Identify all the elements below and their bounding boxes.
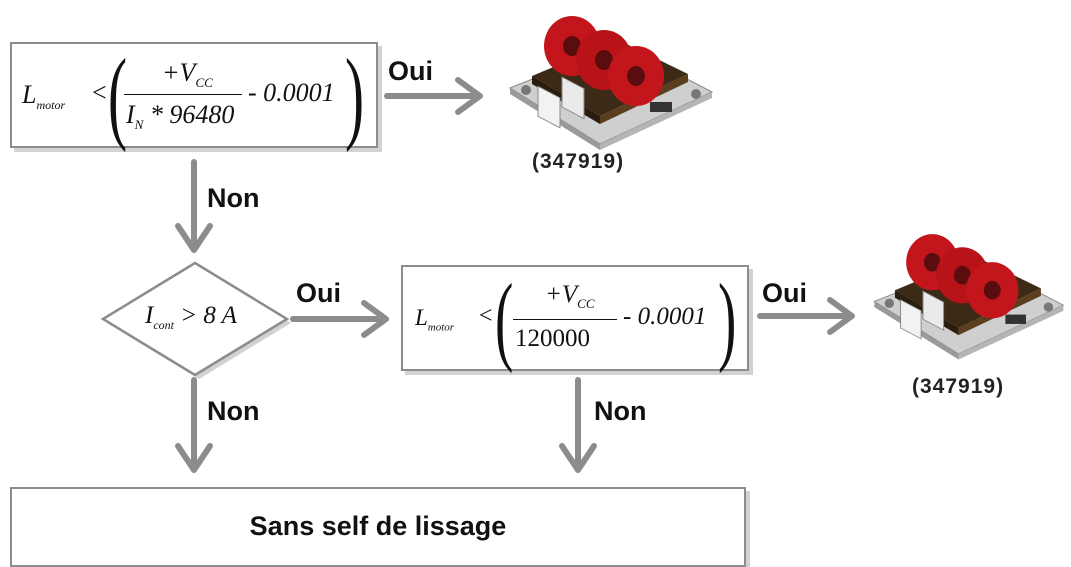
denominator-subscript: N: [134, 117, 144, 133]
lhs-subscript: motor: [427, 321, 455, 334]
toroid-coil-icon: [544, 16, 664, 106]
arrow-oui-2: [290, 300, 389, 338]
left-paren: (: [495, 263, 514, 374]
denominator-var: I: [126, 100, 135, 129]
flow-connectors: [100, 77, 855, 473]
decision-diamond: [100, 261, 291, 379]
label-oui-1: Oui: [388, 56, 433, 86]
decision-box-2: Lmotor < ( +VCC 120000 - 0.0001 ): [401, 263, 749, 374]
diamond-condition: Icont > 8 A: [145, 302, 237, 333]
choke-filter-image-2: [873, 234, 1065, 360]
result-box: Sans self de lissage: [10, 487, 746, 567]
lhs-var: L: [415, 305, 428, 330]
condition-rest: > 8 A: [180, 302, 237, 329]
numerator-subscript: CC: [577, 296, 595, 311]
arrow-non-3: [559, 377, 597, 473]
label-non-2: Non: [207, 396, 260, 426]
condition-var: I: [145, 302, 154, 329]
less-than-operator: <: [92, 78, 107, 107]
arrow-non-2: [175, 377, 213, 473]
minus-term: - 0.0001: [623, 303, 707, 330]
label-non-1: Non: [207, 183, 260, 213]
minus-term: - 0.0001: [248, 78, 335, 107]
label-oui-3: Oui: [762, 278, 807, 308]
decision-box-1: Lmotor < ( +VCC IN * 96480 - 0.0001 ): [10, 38, 378, 153]
right-paren: ): [718, 263, 737, 374]
arrow-non-1: [175, 159, 213, 253]
lhs-subscript: motor: [36, 98, 66, 113]
left-paren: (: [108, 38, 128, 153]
arrow-oui-1: [384, 77, 483, 115]
result-text: Sans self de lissage: [249, 511, 507, 541]
numerator-var: +V: [162, 58, 196, 87]
fraction-bar: [124, 94, 242, 95]
product-ref-2: (347919): [912, 375, 1005, 398]
label-oui-2: Oui: [296, 278, 341, 308]
denominator-rest: * 96480: [149, 100, 235, 129]
toroid-coil-icon: [906, 234, 1019, 319]
label-non-3: Non: [594, 396, 647, 426]
choke-filter-image-1: [508, 16, 714, 150]
numerator-var: +V: [545, 281, 578, 308]
denominator: 120000: [515, 325, 590, 352]
numerator-subscript: CC: [195, 75, 213, 91]
right-paren: ): [345, 38, 365, 153]
less-than-operator: <: [479, 303, 493, 329]
product-ref-1: (347919): [532, 150, 625, 173]
condition-subscript: cont: [153, 318, 174, 332]
fraction-bar: [513, 319, 617, 320]
arrow-oui-3: [757, 297, 855, 335]
lhs-var: L: [22, 80, 37, 109]
